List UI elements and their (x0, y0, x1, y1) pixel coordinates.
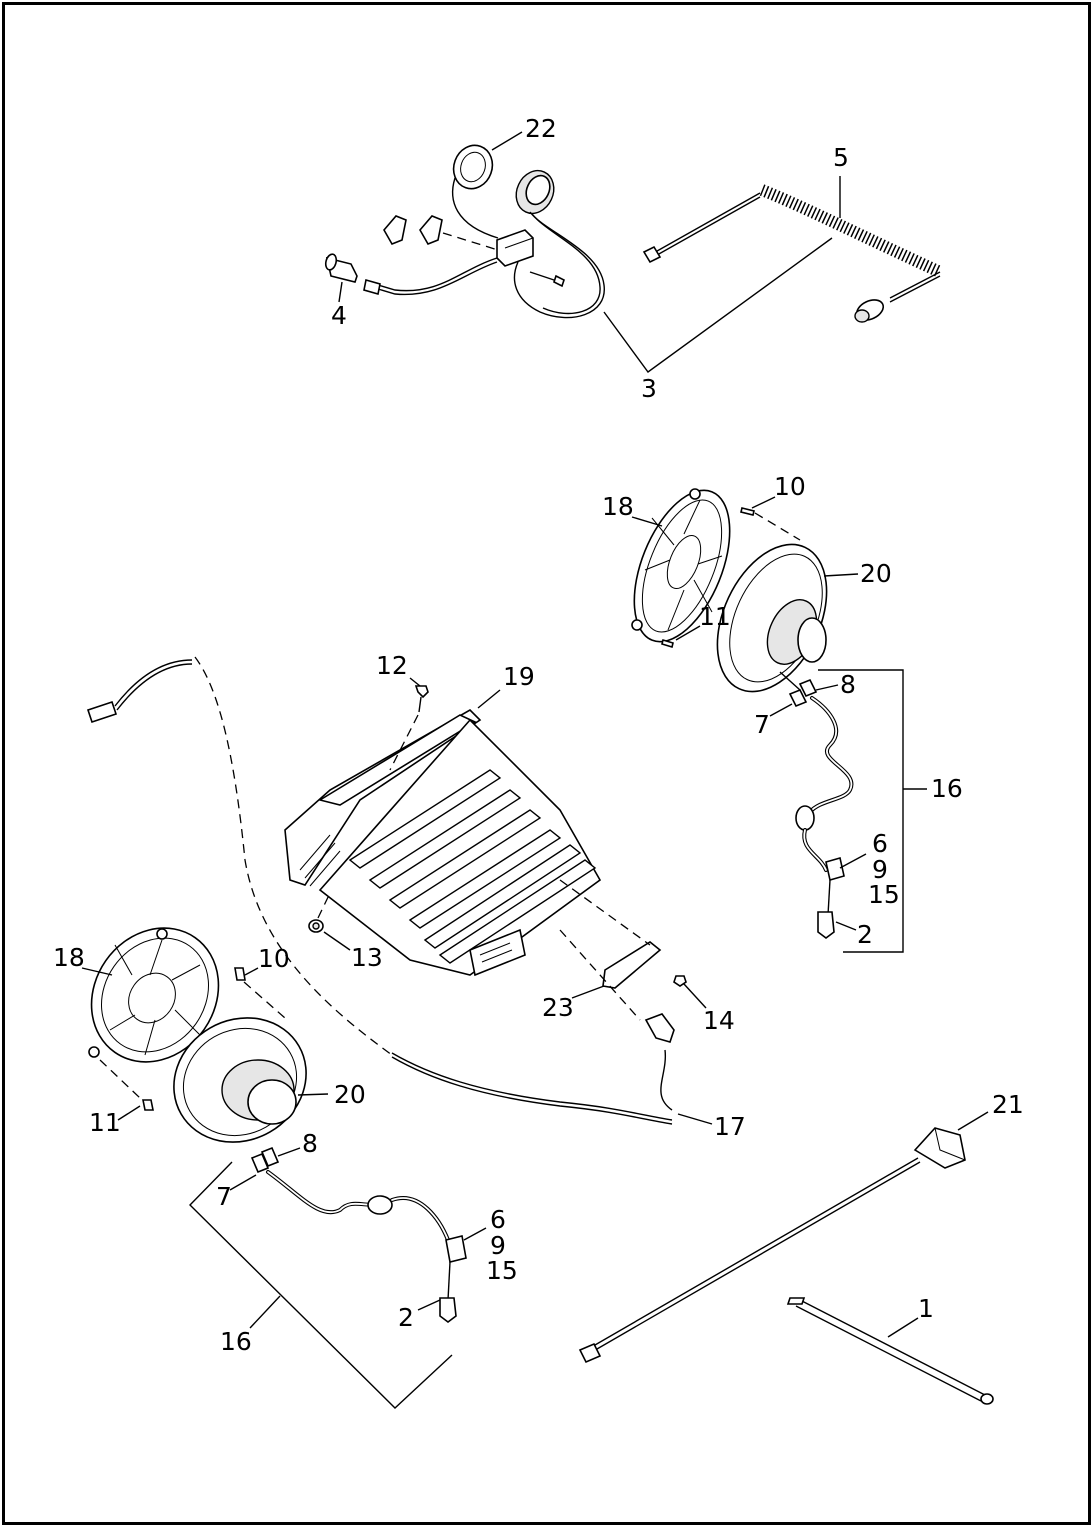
callout-13: 13 (351, 943, 383, 972)
callout-11-upper: 11 (699, 602, 731, 631)
callout-20-upper: 20 (860, 559, 892, 588)
callout-16-lower: 16 (220, 1327, 252, 1356)
callout-4: 4 (331, 301, 347, 330)
callout-18-upper: 18 (602, 492, 634, 521)
callout-labels: 22 5 4 3 10 18 20 11 12 19 8 7 16 6 9 15… (53, 114, 1024, 1356)
speaker-grille-lower (88, 927, 220, 1063)
coil-cord (642, 184, 943, 323)
callout-6-upper: 6 (872, 829, 888, 858)
callout-10-lower: 10 (258, 944, 290, 973)
callout-14: 14 (703, 1006, 735, 1035)
callout-2-upper: 2 (857, 920, 873, 949)
callout-6-lower: 6 (490, 1205, 506, 1234)
callout-8-upper: 8 (840, 670, 856, 699)
callout-9-upper: 9 (872, 855, 888, 884)
callout-16-upper: 16 (931, 774, 963, 803)
amplifier (284, 709, 602, 977)
callout-10-upper: 10 (774, 472, 806, 501)
leader-lines (81, 131, 989, 1409)
strap (786, 1297, 994, 1405)
callout-12: 12 (376, 651, 408, 680)
callout-15-upper: 15 (868, 880, 900, 909)
callout-7-lower: 7 (216, 1182, 232, 1211)
headset-assembly (324, 144, 605, 319)
callout-18-lower: 18 (53, 943, 85, 972)
callout-17: 17 (714, 1112, 746, 1141)
speaker-upper (716, 543, 828, 693)
speaker-lower (173, 1017, 307, 1143)
callout-22: 22 (525, 114, 557, 143)
callout-9-lower: 9 (490, 1231, 506, 1260)
callout-21: 21 (992, 1090, 1024, 1119)
callout-19: 19 (503, 662, 535, 691)
speaker-harness-lower (250, 1146, 467, 1323)
callout-3: 3 (641, 374, 657, 403)
callout-11-lower: 11 (89, 1108, 121, 1137)
callout-23: 23 (542, 993, 574, 1022)
callout-2-lower: 2 (398, 1303, 414, 1332)
callout-20-lower: 20 (334, 1080, 366, 1109)
speaker-grille-upper (631, 488, 731, 643)
callout-1: 1 (918, 1294, 934, 1323)
callout-15-lower: 15 (486, 1256, 518, 1285)
callout-8-lower: 8 (302, 1129, 318, 1158)
cable-routing (86, 656, 673, 1125)
callout-5: 5 (833, 143, 849, 172)
callout-7-upper: 7 (754, 710, 770, 739)
speaker-harness-upper (788, 678, 854, 939)
antenna (578, 1127, 966, 1364)
